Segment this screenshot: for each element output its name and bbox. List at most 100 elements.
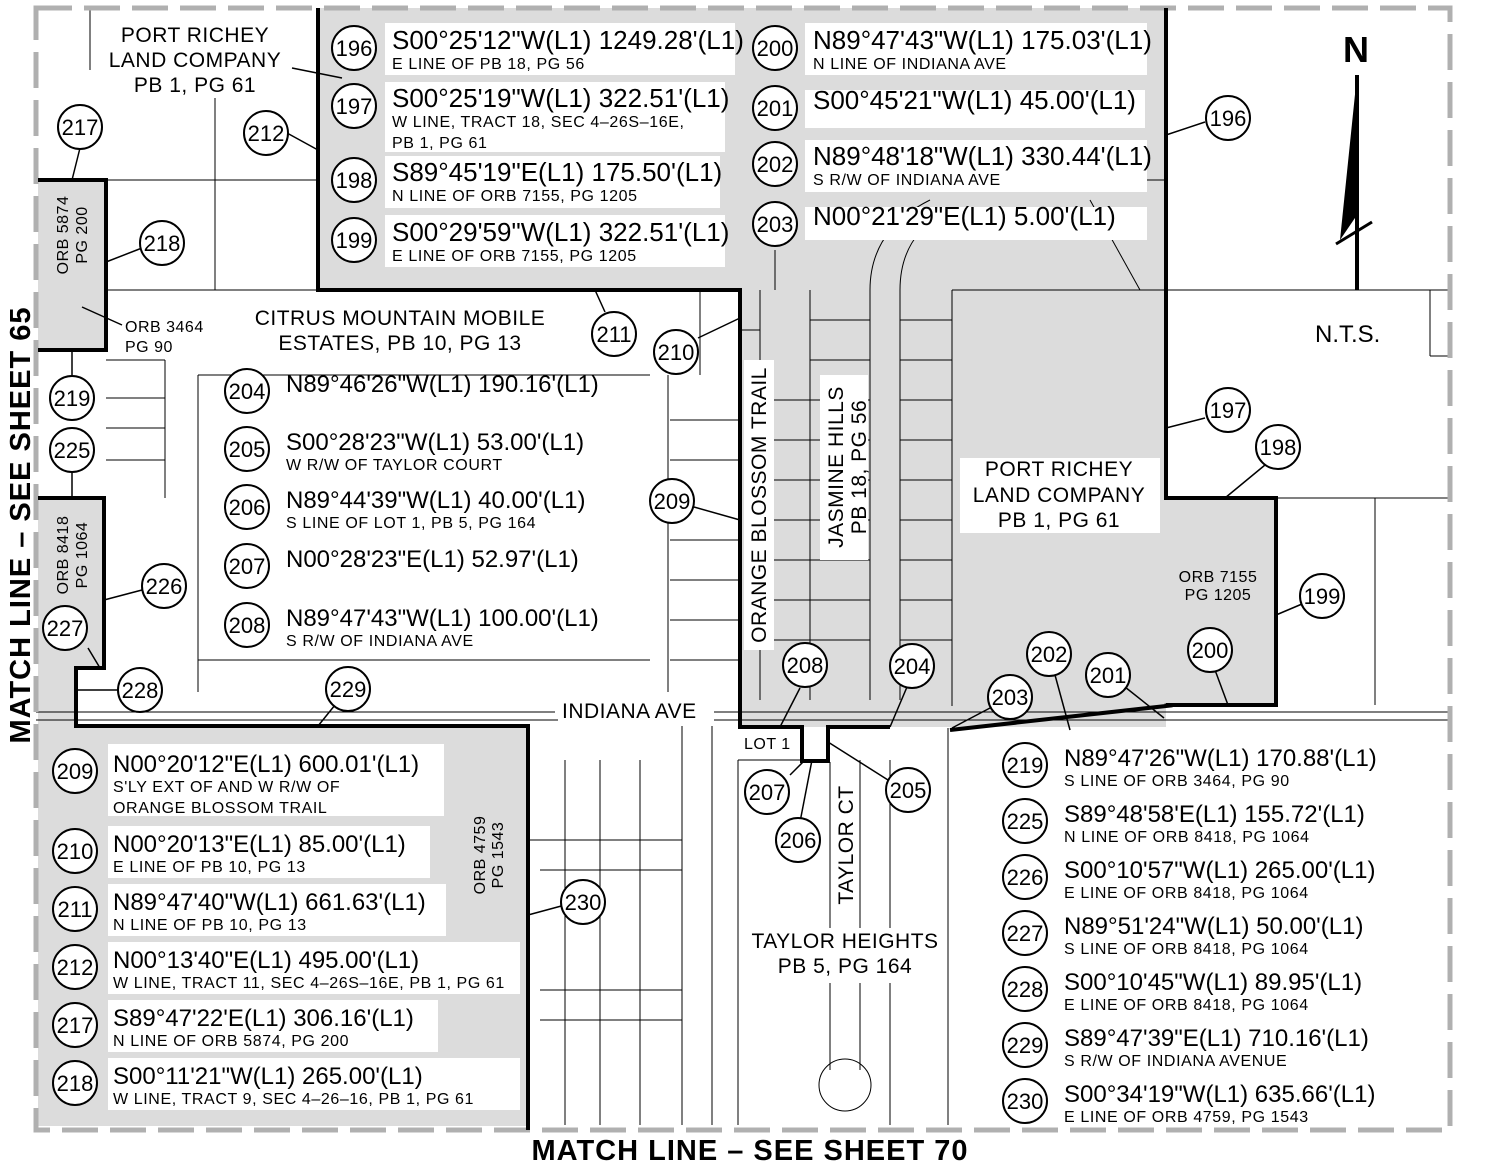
callout-number: 212 bbox=[248, 121, 285, 146]
callout-number: 210 bbox=[658, 340, 695, 365]
callout-number: 218 bbox=[144, 231, 181, 256]
svg-text:PB 1, PG 61: PB 1, PG 61 bbox=[998, 509, 1120, 532]
callout-228: 228 bbox=[1002, 966, 1048, 1012]
bearing-text: S00°45'21"W(L1) 45.00'(L1) bbox=[813, 85, 1136, 115]
callout-number: 202 bbox=[1031, 642, 1068, 667]
callout-number: 218 bbox=[57, 1071, 94, 1096]
shade-connector bbox=[38, 668, 78, 728]
description-text: S LINE OF ORB 8418, PG 1064 bbox=[1064, 941, 1309, 958]
callout-number: 229 bbox=[330, 677, 367, 702]
callout-number: 199 bbox=[1304, 584, 1341, 609]
callout-217: 217 bbox=[52, 1002, 98, 1048]
svg-text:TAYLOR HEIGHTS: TAYLOR HEIGHTS bbox=[751, 930, 938, 953]
callout-206: 206 bbox=[775, 817, 821, 863]
bearing-text: N89°48'18"W(L1) 330.44'(L1) bbox=[813, 141, 1152, 171]
north-arrow-icon bbox=[1340, 75, 1357, 240]
callout-number: 230 bbox=[565, 890, 602, 915]
leader-lines bbox=[71, 67, 1303, 916]
parcel-taylor-heights: TAYLOR HEIGHTS PB 5, PG 164 bbox=[742, 928, 947, 983]
description-text: W LINE, TRACT 9, SEC 4–26–16, PB 1, PG 6… bbox=[113, 1091, 474, 1108]
bearing-text: S00°10'45"W(L1) 89.95'(L1) bbox=[1064, 969, 1362, 996]
description-text: N LINE OF ORB 8418, PG 1064 bbox=[1064, 829, 1310, 846]
callout-number: 207 bbox=[749, 780, 786, 805]
description-text: N LINE OF ORB 5874, PG 200 bbox=[113, 1033, 349, 1050]
callout-225: 225 bbox=[1002, 798, 1048, 844]
parcel-orb-5874: ORB 5874 PG 200 bbox=[55, 196, 91, 275]
road-orange-blossom: ORANGE BLOSSOM TRAIL bbox=[744, 360, 774, 650]
bearing-text: N89°46'26"W(L1) 190.16'(L1) bbox=[286, 371, 599, 398]
callout-219: 219 bbox=[49, 375, 95, 421]
callout-number: 208 bbox=[229, 613, 266, 638]
callout-number: 211 bbox=[57, 897, 92, 922]
callout-230: 230 bbox=[560, 879, 606, 925]
callout-number: 227 bbox=[1007, 921, 1044, 946]
callout-number: 229 bbox=[1007, 1033, 1044, 1058]
callout-number: 209 bbox=[57, 759, 94, 784]
svg-text:ORB 4759: ORB 4759 bbox=[472, 816, 489, 895]
callout-217: 217 bbox=[57, 104, 103, 150]
callout-number: 207 bbox=[229, 554, 266, 579]
road-taylor-ct: TAYLOR CT bbox=[835, 785, 858, 904]
callout-number: 226 bbox=[146, 574, 183, 599]
parcel-orb-8418: ORB 8418 PG 1064 bbox=[55, 516, 91, 595]
table-row: 225 S89°48'58'E(L1) 155.72'(L1)N LINE OF … bbox=[1002, 798, 1365, 846]
callout-204: 204 bbox=[889, 643, 935, 689]
callout-number: 217 bbox=[62, 115, 99, 140]
description-text: E LINE OF ORB 4759, PG 1543 bbox=[1064, 1109, 1309, 1126]
bearing-text: N89°47'40"W(L1) 661.63'(L1) bbox=[113, 889, 426, 916]
svg-text:PG 1205: PG 1205 bbox=[1185, 587, 1252, 604]
callout-number: 226 bbox=[1007, 865, 1044, 890]
callout-212: 212 bbox=[52, 944, 98, 990]
north-arrow: N bbox=[1335, 29, 1373, 290]
callout-200: 200 bbox=[1187, 627, 1233, 673]
callout-number: 206 bbox=[229, 495, 266, 520]
callout-number: 225 bbox=[54, 438, 91, 463]
svg-text:PG 90: PG 90 bbox=[125, 339, 173, 356]
callout-number: 212 bbox=[57, 955, 94, 980]
svg-text:CITRUS MOUNTAIN MOBILE: CITRUS MOUNTAIN MOBILE bbox=[255, 307, 546, 330]
bearing-text: N00°13'40"E(L1) 495.00'(L1) bbox=[113, 947, 419, 974]
table-backgrounds bbox=[108, 23, 1400, 1126]
parcel-orb-3464: ORB 3464 PG 90 bbox=[125, 319, 203, 356]
callout-number: 227 bbox=[47, 616, 84, 641]
bearing-text: S89°45'19"E(L1) 175.50'(L1) bbox=[392, 157, 722, 187]
svg-text:PORT RICHEY: PORT RICHEY bbox=[121, 24, 269, 47]
bearing-text: N89°47'43"W(L1) 100.00'(L1) bbox=[286, 605, 599, 632]
bearing-text: N89°51'24"W(L1) 50.00'(L1) bbox=[1064, 913, 1363, 940]
svg-text:PB 5, PG 164: PB 5, PG 164 bbox=[778, 955, 912, 978]
description-text: S R/W OF INDIANA AVENUE bbox=[1064, 1053, 1287, 1070]
callout-230: 230 bbox=[1002, 1078, 1048, 1124]
svg-text:PB 18, PG 56: PB 18, PG 56 bbox=[848, 400, 871, 534]
bearing-text: S00°34'19"W(L1) 635.66'(L1) bbox=[1064, 1081, 1375, 1108]
callout-number: 197 bbox=[336, 94, 373, 119]
callout-229: 229 bbox=[325, 666, 371, 712]
match-line-left: MATCH LINE – SEE SHEET 65 bbox=[5, 307, 37, 744]
callout-206: 206 bbox=[224, 484, 270, 530]
svg-text:LAND COMPANY: LAND COMPANY bbox=[109, 49, 281, 72]
callout-207: 207 bbox=[224, 543, 270, 589]
bearing-text: S89°48'58'E(L1) 155.72'(L1) bbox=[1064, 801, 1365, 828]
callout-208: 208 bbox=[224, 602, 270, 648]
callout-202: 202 bbox=[1026, 631, 1072, 677]
callout-205: 205 bbox=[885, 767, 931, 813]
bearing-text: N89°47'26"W(L1) 170.88'(L1) bbox=[1064, 745, 1377, 772]
callout-198: 198 bbox=[331, 157, 377, 203]
callout-number: 197 bbox=[1210, 398, 1247, 423]
callout-number: 200 bbox=[1192, 638, 1229, 663]
road-indiana-ave: INDIANA AVE bbox=[562, 700, 697, 723]
description-text: E LINE OF PB 18, PG 56 bbox=[392, 56, 585, 73]
bearing-text: N00°20'13"E(L1) 85.00'(L1) bbox=[113, 831, 406, 858]
